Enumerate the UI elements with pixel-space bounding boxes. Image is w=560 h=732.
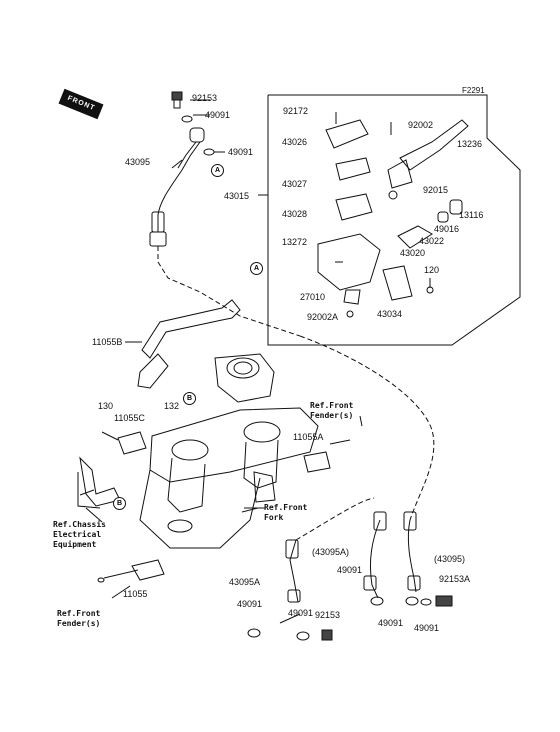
ref-chassis-electrical-equipment: Ref.Chassis Electrical Equipment: [53, 520, 106, 549]
part-label-49091: 49091: [288, 608, 314, 618]
part-label-49091: 49091: [378, 618, 404, 628]
part-label-92002: 92002: [408, 120, 434, 130]
part-label-43095a: 43095A: [229, 577, 261, 587]
part-label-43026: 43026: [282, 137, 308, 147]
part-label-49091: 49091: [237, 599, 263, 609]
upper-brake-hose: [157, 169, 183, 232]
part-label-49091: 49091: [337, 565, 363, 575]
part-label-92153: 92153: [192, 93, 218, 103]
part-label-43015: 43015: [224, 191, 250, 201]
part-label-43028: 43028: [282, 209, 308, 219]
callout-a-lower: A: [250, 262, 263, 275]
part-label-130: 130: [98, 401, 114, 411]
callout-a-upper: A: [211, 164, 224, 177]
part-label-49091: 49091: [205, 110, 231, 120]
ref-front-fork: Ref.Front Fork: [264, 503, 308, 522]
assembly-frame: [267, 94, 521, 346]
part-label-49091: 49091: [228, 147, 254, 157]
callout-b-lower: B: [113, 497, 126, 510]
part-label-27010: 27010: [300, 292, 326, 302]
part-label-13116: 13116: [459, 210, 484, 220]
reservoir-cap: [325, 119, 369, 149]
ref-front-fender-bottom: Ref.Front Fender(s): [57, 609, 101, 628]
part-label-43095a-paren: (43095A): [312, 547, 350, 557]
part-label-92015: 92015: [423, 185, 449, 195]
part-label-11055a: 11055A: [293, 432, 324, 442]
part-label-43034: 43034: [377, 309, 403, 319]
part-label-49016: 49016: [434, 224, 460, 234]
part-label-43027: 43027: [282, 179, 308, 189]
part-label-92153a: 92153A: [439, 574, 471, 584]
part-label-11055c: 11055C: [114, 413, 145, 423]
brake-lever: [399, 119, 469, 171]
steering-stem: [214, 353, 275, 403]
part-label-43095-paren: (43095): [434, 554, 466, 564]
part-label-43095: 43095: [125, 157, 151, 167]
part-label-132: 132: [164, 401, 180, 411]
part-label-13272: 13272: [282, 237, 308, 247]
part-label-92172: 92172: [283, 106, 309, 116]
lower-brake-hose-left: [369, 519, 381, 599]
part-label-11055: 11055: [123, 589, 148, 599]
part-label-92153: 92153: [315, 610, 341, 620]
part-label-13236: 13236: [457, 139, 483, 149]
callout-b-upper: B: [183, 392, 196, 405]
master-cylinder-body: [317, 233, 381, 291]
part-label-43022: 43022: [419, 236, 445, 246]
ref-front-fender-right: Ref.Front Fender(s): [310, 401, 354, 420]
part-label-11055b: 11055B: [92, 337, 123, 347]
part-label-43020: 43020: [400, 248, 426, 258]
figure-code: F2291: [462, 86, 485, 95]
part-label-92002a: 92002A: [307, 312, 339, 322]
part-label-120: 120: [424, 265, 440, 275]
part-label-49091: 49091: [414, 623, 440, 633]
